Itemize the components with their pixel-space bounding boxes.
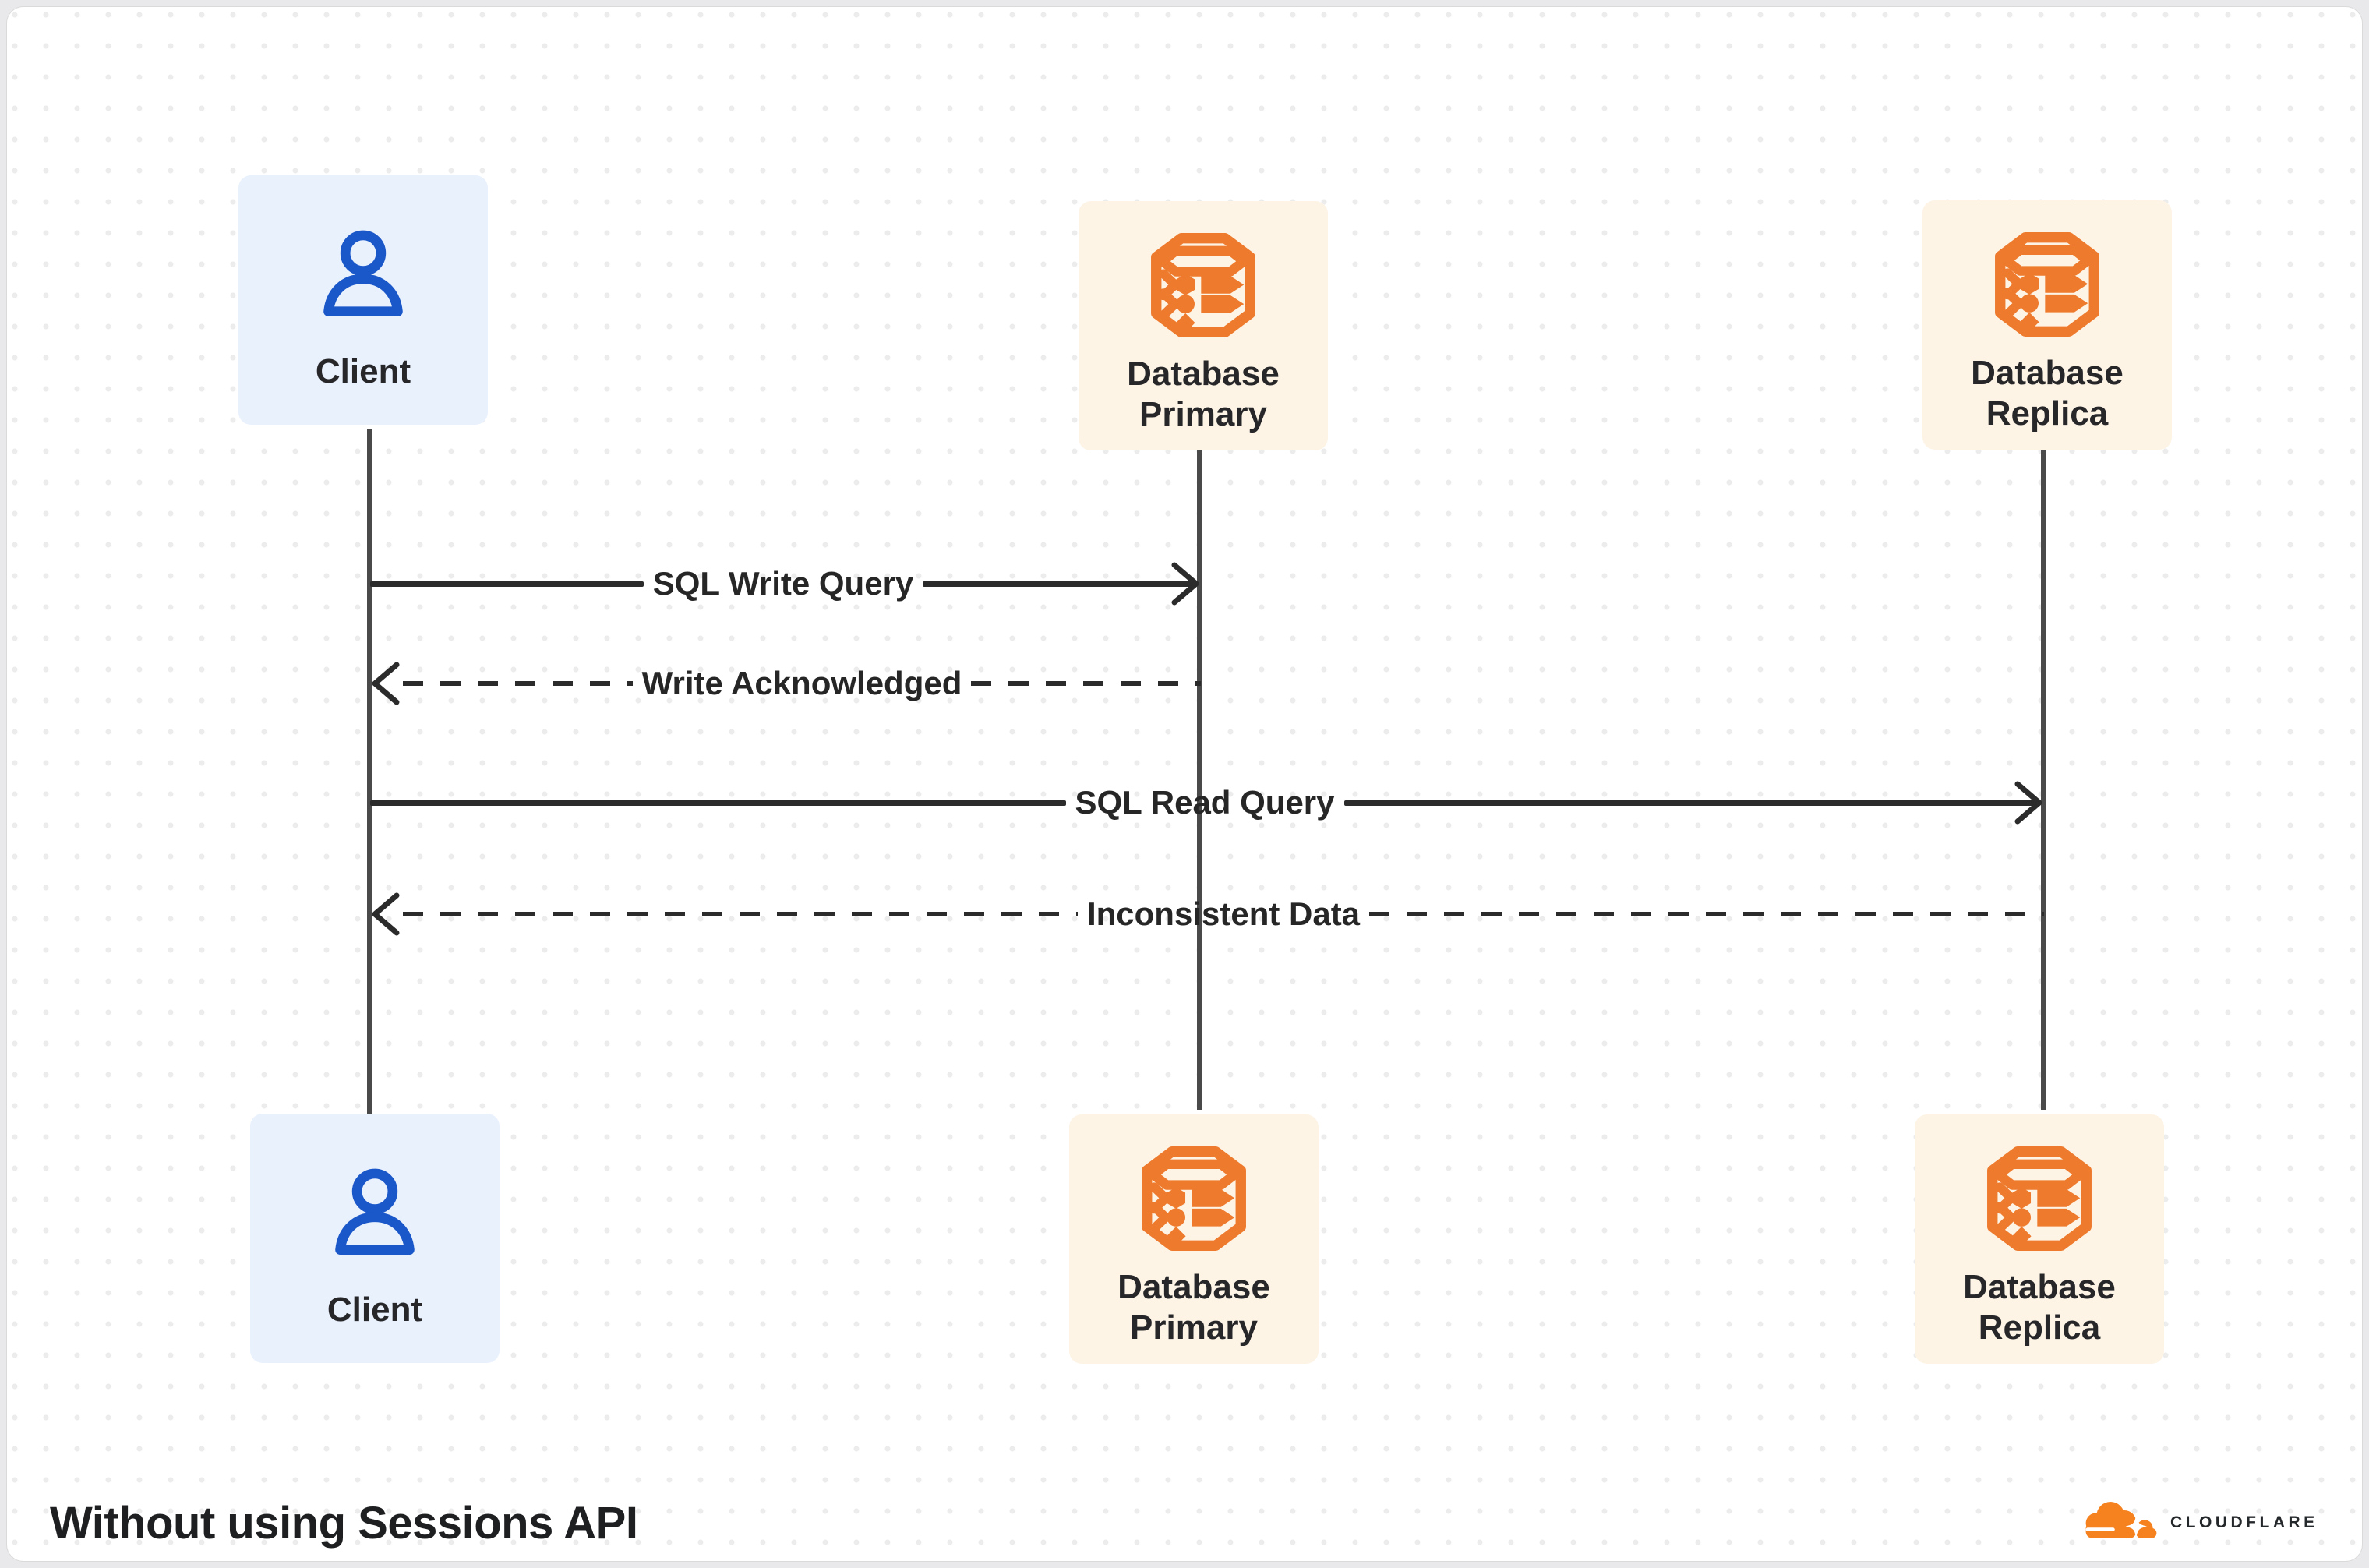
- arrowhead-right-icon: [1167, 559, 1201, 609]
- message-sql-read-query: SQL Read Query: [370, 778, 2044, 828]
- message-label: SQL Write Query: [652, 565, 914, 602]
- message-label: Write Acknowledged: [641, 665, 962, 701]
- arrowhead-right-icon: [2010, 778, 2044, 828]
- actor-label: Client: [327, 1291, 423, 1329]
- arrow-line-dashed: [403, 912, 1078, 916]
- database-icon: [1145, 226, 1262, 344]
- replica-lifeline: [2041, 450, 2046, 1110]
- actor-client-top: Client: [238, 175, 488, 425]
- database-icon: [1981, 1139, 2098, 1258]
- cloudflare-cloud-icon: [2085, 1502, 2157, 1540]
- arrow-line: [1343, 800, 2040, 806]
- arrowhead-left-icon: [370, 889, 404, 939]
- actor-database-primary-top: Database Primary: [1079, 201, 1328, 450]
- cloudflare-brand-text: CLOUDFLARE: [2170, 1513, 2318, 1531]
- actor-label-line2: Replica: [1978, 1308, 2101, 1347]
- actor-label-line2: Primary: [1139, 395, 1267, 433]
- arrow-line-dashed: [403, 681, 633, 686]
- arrow-line: [370, 800, 1066, 806]
- actor-label-line2: Primary: [1130, 1308, 1258, 1347]
- diagram-title: Without using Sessions API: [50, 1498, 638, 1549]
- cloudflare-logo: CLOUDFLARE: [2078, 1494, 2318, 1541]
- primary-lifeline: [1197, 450, 1202, 1110]
- actor-label-line1: Database: [1127, 355, 1280, 393]
- actor-database-replica-bottom: Database Replica: [1915, 1114, 2164, 1364]
- actor-client-bottom: Client: [250, 1114, 500, 1363]
- arrow-line: [923, 581, 1197, 587]
- actor-database-primary-bottom: Database Primary: [1069, 1114, 1319, 1364]
- arrow-line-dashed: [971, 681, 1202, 686]
- database-icon: [1989, 225, 2106, 344]
- message-sql-write-query: SQL Write Query: [370, 559, 1201, 609]
- actor-label: Client: [315, 352, 411, 390]
- actor-label-line1: Database: [1117, 1268, 1270, 1306]
- user-icon: [327, 1159, 422, 1270]
- message-write-acknowledged: Write Acknowledged: [370, 659, 1202, 708]
- actor-label-line1: Database: [1963, 1268, 2116, 1306]
- message-label: Inconsistent Data: [1086, 895, 1361, 932]
- actor-label-line1: Database: [1971, 354, 2124, 392]
- arrow-line: [370, 581, 644, 587]
- actor-database-replica-top: Database Replica: [1922, 200, 2172, 450]
- client-lifeline: [367, 429, 372, 1115]
- user-icon: [316, 221, 411, 331]
- database-icon: [1135, 1139, 1252, 1258]
- arrowhead-left-icon: [370, 659, 404, 708]
- arrow-line-dashed: [1369, 912, 2045, 916]
- actor-label-line2: Replica: [1986, 394, 2109, 433]
- diagram-canvas: Client Database Primary Database Replica…: [6, 6, 2363, 1562]
- message-label: SQL Read Query: [1075, 784, 1335, 821]
- message-inconsistent-data: Inconsistent Data: [370, 889, 2045, 939]
